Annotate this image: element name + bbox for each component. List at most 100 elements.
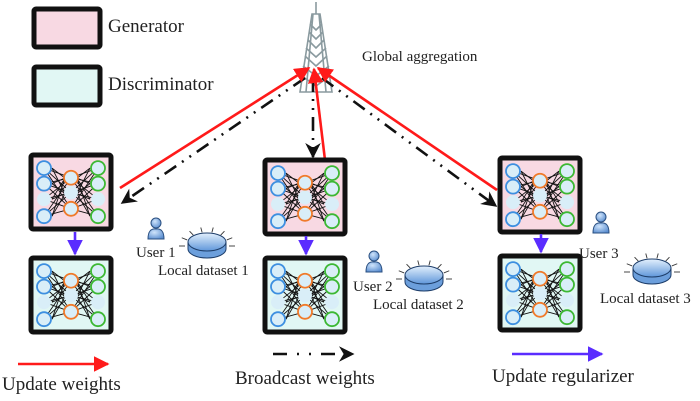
hidden-node (532, 172, 548, 189)
client-icons (147, 211, 680, 292)
input-node (505, 309, 521, 326)
output-node (90, 160, 106, 177)
global-aggregation-label: Global aggregation (362, 49, 478, 65)
update-arrow-client-1 (119, 66, 311, 190)
input-node (36, 208, 52, 225)
discriminator-network-client-1 (28, 255, 114, 335)
output-node (91, 295, 105, 310)
input-node (36, 263, 52, 280)
hidden-node (297, 174, 313, 191)
update-arrow-client-2 (307, 67, 327, 161)
input-node (505, 276, 521, 293)
output-node (560, 195, 574, 210)
generator-legend-swatch (31, 6, 103, 50)
local-dataset-3-label: Local dataset 3 (600, 291, 691, 307)
output-node (559, 178, 575, 195)
local-dataset-3-icon (624, 253, 680, 285)
output-node (90, 278, 106, 295)
input-node (37, 295, 51, 310)
discriminator-network-client-3 (497, 253, 583, 333)
input-node (271, 197, 285, 212)
output-node (90, 311, 106, 328)
input-node (270, 213, 286, 230)
legend-update-regularizer-label: Update regularizer (492, 366, 634, 387)
user-3-icon (592, 211, 610, 234)
hidden-node (63, 303, 79, 320)
output-node (324, 165, 340, 182)
hidden-node (532, 270, 548, 287)
input-node (505, 211, 521, 228)
discriminator-network-client-2 (262, 255, 348, 335)
input-node (506, 195, 520, 210)
input-node (505, 261, 521, 278)
hidden-node (64, 185, 78, 200)
update-arrow-client-3 (316, 66, 498, 192)
local-dataset-1-icon (179, 227, 235, 259)
hidden-node (64, 288, 78, 303)
hidden-node (532, 301, 548, 318)
output-node (559, 309, 575, 326)
output-node (560, 293, 574, 308)
hidden-node (63, 200, 79, 217)
generator-legend-label: Generator (108, 16, 184, 37)
generator-network-client-2 (262, 157, 348, 237)
output-node (90, 263, 106, 280)
local-dataset-2-label: Local dataset 2 (373, 297, 464, 313)
local-dataset-1-label: Local dataset 1 (158, 263, 249, 279)
broadcast-arrows (120, 76, 498, 208)
output-node (324, 180, 340, 197)
input-node (505, 163, 521, 180)
input-node (37, 192, 51, 207)
hidden-node (533, 286, 547, 301)
output-node (325, 295, 339, 310)
input-node (270, 263, 286, 280)
discriminator-legend-label: Discriminator (108, 74, 214, 95)
user-2-label: User 2 (353, 279, 393, 295)
regularizer-arrows (67, 232, 549, 256)
user-1-label: User 1 (136, 245, 176, 261)
generator-network-client-1 (28, 152, 114, 232)
input-node (36, 175, 52, 192)
input-node (270, 278, 286, 295)
legend-broadcast-weights-label: Broadcast weights (235, 368, 375, 389)
input-node (36, 311, 52, 328)
input-node (506, 293, 520, 308)
input-node (270, 180, 286, 197)
output-node (324, 278, 340, 295)
local-dataset-2-icon (396, 260, 452, 292)
user-2-icon (365, 250, 383, 273)
output-node (559, 211, 575, 228)
discriminator-legend-swatch (31, 64, 103, 108)
output-node (90, 175, 106, 192)
generator-network-client-3 (497, 155, 583, 235)
hidden-node (532, 203, 548, 220)
user-1-icon (147, 217, 165, 240)
output-node (91, 192, 105, 207)
hidden-node (63, 169, 79, 186)
input-node (36, 278, 52, 295)
output-node (324, 311, 340, 328)
cell-tower-icon (299, 2, 333, 93)
output-node (325, 197, 339, 212)
input-node (270, 165, 286, 182)
input-node (36, 160, 52, 177)
hidden-node (297, 303, 313, 320)
output-node (559, 261, 575, 278)
output-node (324, 213, 340, 230)
hidden-node (63, 272, 79, 289)
input-node (271, 295, 285, 310)
hidden-node (297, 272, 313, 289)
input-node (505, 178, 521, 195)
user-3-label: User 3 (579, 246, 619, 262)
hidden-node (533, 188, 547, 203)
input-node (270, 311, 286, 328)
hidden-node (298, 190, 312, 205)
hidden-node (297, 205, 313, 222)
broadcast-arrow-client-3 (321, 76, 498, 208)
output-node (559, 163, 575, 180)
update-weights-arrows (119, 66, 498, 192)
hidden-node (298, 288, 312, 303)
client-networks (28, 152, 583, 335)
output-node (90, 208, 106, 225)
